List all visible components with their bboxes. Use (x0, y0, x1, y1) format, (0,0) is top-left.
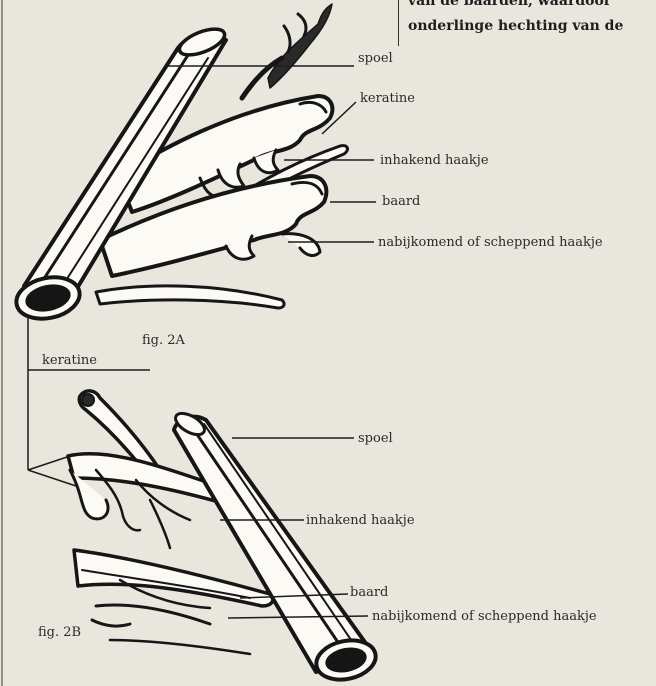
label-nabijkomend-b: nabijkomend of scheppend haakje (372, 609, 597, 624)
label-baard-a: baard (382, 194, 420, 209)
label-baard-b: baard (350, 585, 388, 600)
caption-fig-2b: fig. 2B (38, 625, 81, 640)
label-keratine-a: keratine (360, 91, 415, 106)
label-spoel-a: spoel (358, 51, 393, 66)
label-spoel-b: spoel (358, 431, 393, 446)
label-inhakend-b: inhakend haakje (306, 513, 415, 528)
figure-2a-drawing (13, 4, 348, 324)
label-nabijkomend-a: nabijkomend of scheppend haakje (378, 235, 603, 250)
caption-fig-2a: fig. 2A (142, 333, 186, 348)
label-inhakend-a: inhakend haakje (380, 153, 489, 168)
figure-2b-drawing (68, 391, 379, 685)
keratine-bracket-branch-1 (28, 456, 70, 470)
label-keratine-shared: keratine (42, 353, 97, 368)
